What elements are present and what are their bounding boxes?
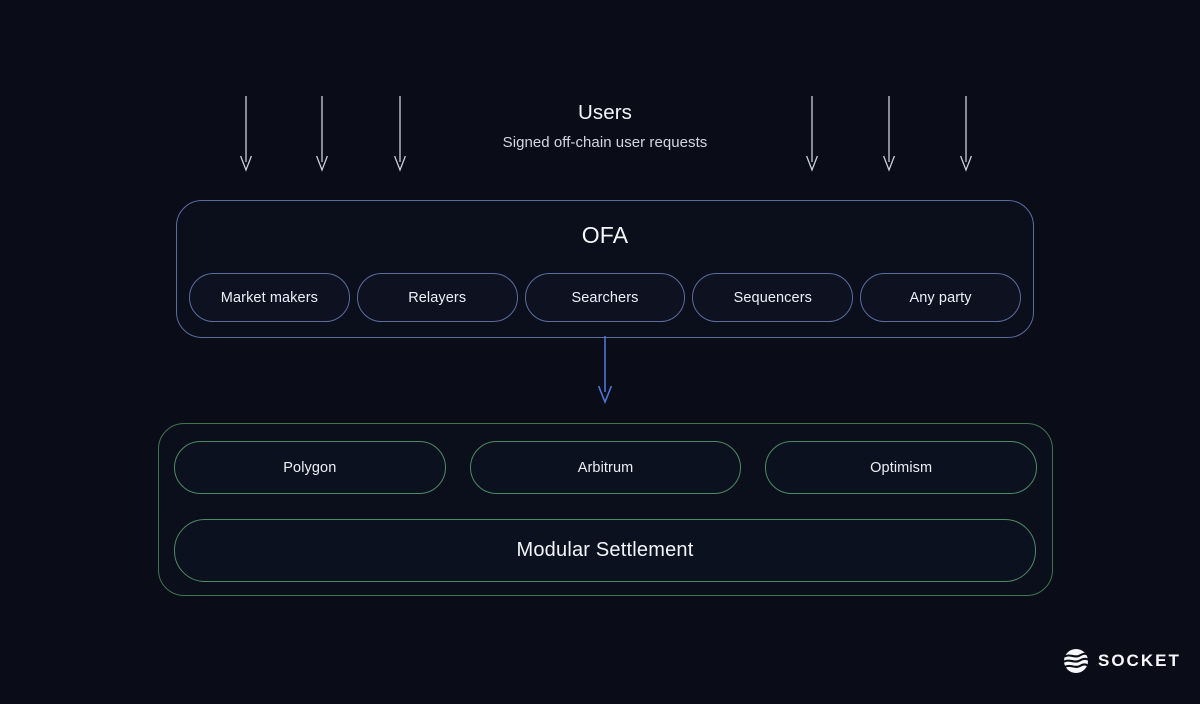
user-arrow-4 bbox=[805, 96, 819, 172]
ofa-participant-any-party[interactable]: Any party bbox=[860, 273, 1021, 322]
modular-settlement-box[interactable]: Modular Settlement bbox=[174, 519, 1036, 582]
ofa-participant-market-makers[interactable]: Market makers bbox=[189, 273, 350, 322]
chain-optimism[interactable]: Optimism bbox=[765, 441, 1038, 494]
ofa-container: OFA Market makers Relayers Searchers Seq… bbox=[176, 200, 1034, 338]
users-title: Users bbox=[577, 101, 633, 124]
user-arrow-6 bbox=[959, 96, 973, 172]
ofa-to-chains-arrow bbox=[596, 336, 614, 405]
socket-globe-icon bbox=[1063, 648, 1089, 674]
ofa-title: OFA bbox=[581, 222, 629, 248]
user-arrow-2 bbox=[315, 96, 329, 172]
socket-brand: SOCKET bbox=[1063, 648, 1181, 674]
users-subtitle: Signed off-chain user requests bbox=[502, 133, 708, 151]
ofa-participant-searchers[interactable]: Searchers bbox=[524, 273, 686, 322]
chain-arbitrum[interactable]: Arbitrum bbox=[469, 441, 742, 494]
socket-wordmark: SOCKET bbox=[1098, 651, 1181, 670]
chain-polygon[interactable]: Polygon bbox=[174, 441, 446, 494]
user-arrow-1 bbox=[239, 96, 253, 172]
chains-row: Polygon Arbitrum Optimism bbox=[174, 441, 1038, 494]
user-arrow-3 bbox=[393, 96, 407, 172]
user-arrow-5 bbox=[882, 96, 896, 172]
modular-settlement-label: Modular Settlement bbox=[516, 539, 694, 561]
ofa-participant-sequencers[interactable]: Sequencers bbox=[692, 273, 854, 322]
ofa-participants-row: Market makers Relayers Searchers Sequenc… bbox=[189, 273, 1021, 322]
users-heading-group: Users Signed off-chain user requests bbox=[425, 100, 785, 151]
ofa-participant-relayers[interactable]: Relayers bbox=[356, 273, 518, 322]
